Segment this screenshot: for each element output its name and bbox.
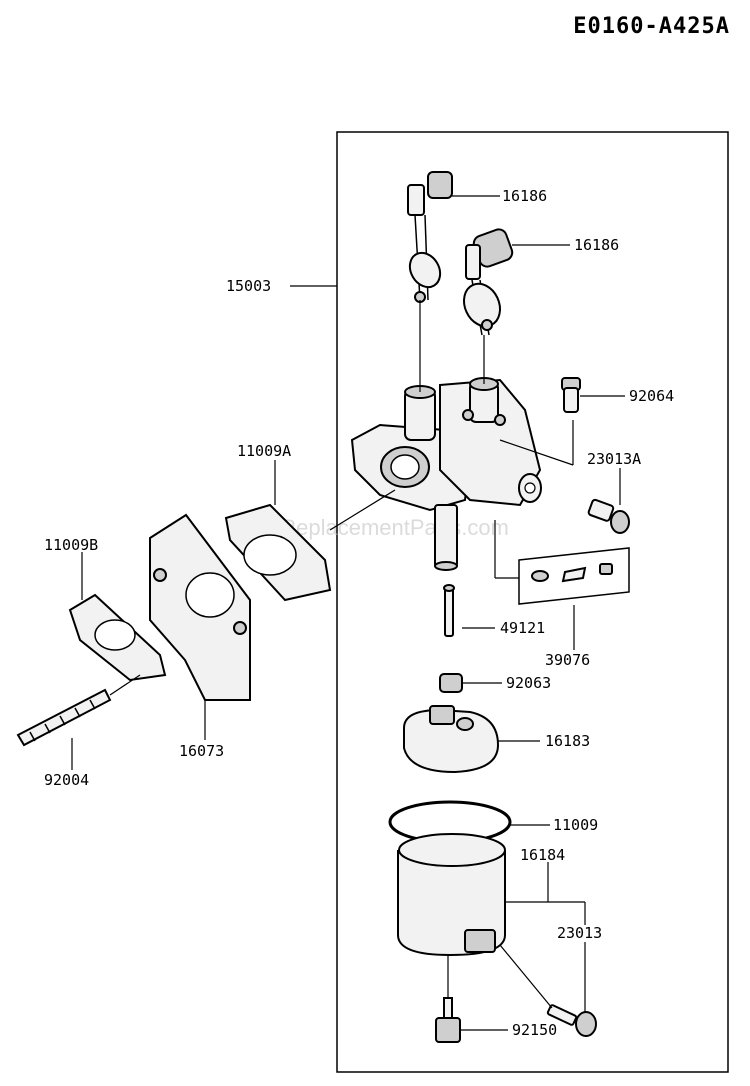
needle-49121-part (443, 584, 455, 637)
callout-16186-lower: 16186 (574, 236, 619, 254)
watermark: eReplacementParts.com (268, 515, 509, 540)
callout-92064: 92064 (629, 387, 674, 405)
stud-92004-part (16, 688, 112, 747)
callout-23013A: 23013A (587, 450, 641, 468)
nut-92063-part (439, 673, 463, 693)
screw-23013A-part (587, 498, 630, 534)
callout-15003: 15003 (226, 277, 271, 295)
throttle-shaft-part (407, 171, 453, 303)
callout-92063: 92063 (506, 674, 551, 692)
leader-lines (71, 195, 625, 1031)
callout-23013: 23013 (557, 924, 602, 942)
gasket-11009B-part (68, 593, 167, 682)
diagram-code: E0160-A425A (573, 14, 730, 39)
assembly-box (336, 131, 729, 1073)
callout-49121: 49121 (500, 619, 545, 637)
carburetor-body-part (350, 377, 542, 571)
choke-shaft-part (463, 228, 514, 336)
callout-92004: 92004 (44, 771, 89, 789)
float-bowl-16184-part (397, 833, 506, 957)
callout-11009A: 11009A (237, 442, 291, 460)
insulator-16073-part (149, 513, 251, 701)
callout-16183: 16183 (545, 732, 590, 750)
gasket-11009A-part (224, 503, 332, 602)
screw-23013-part (546, 1004, 597, 1037)
bolt-92150-part (435, 997, 461, 1043)
callout-11009B: 11009B (44, 536, 98, 554)
callout-16073: 16073 (179, 742, 224, 760)
callout-92150: 92150 (512, 1021, 557, 1039)
callout-39076: 39076 (545, 651, 590, 669)
screw-92064-part (561, 377, 581, 413)
callout-16184: 16184 (520, 846, 565, 864)
float-16183-part (403, 705, 500, 774)
callout-16186-upper: 16186 (502, 187, 547, 205)
callout-11009: 11009 (553, 816, 598, 834)
jet-kit-part (518, 547, 630, 605)
